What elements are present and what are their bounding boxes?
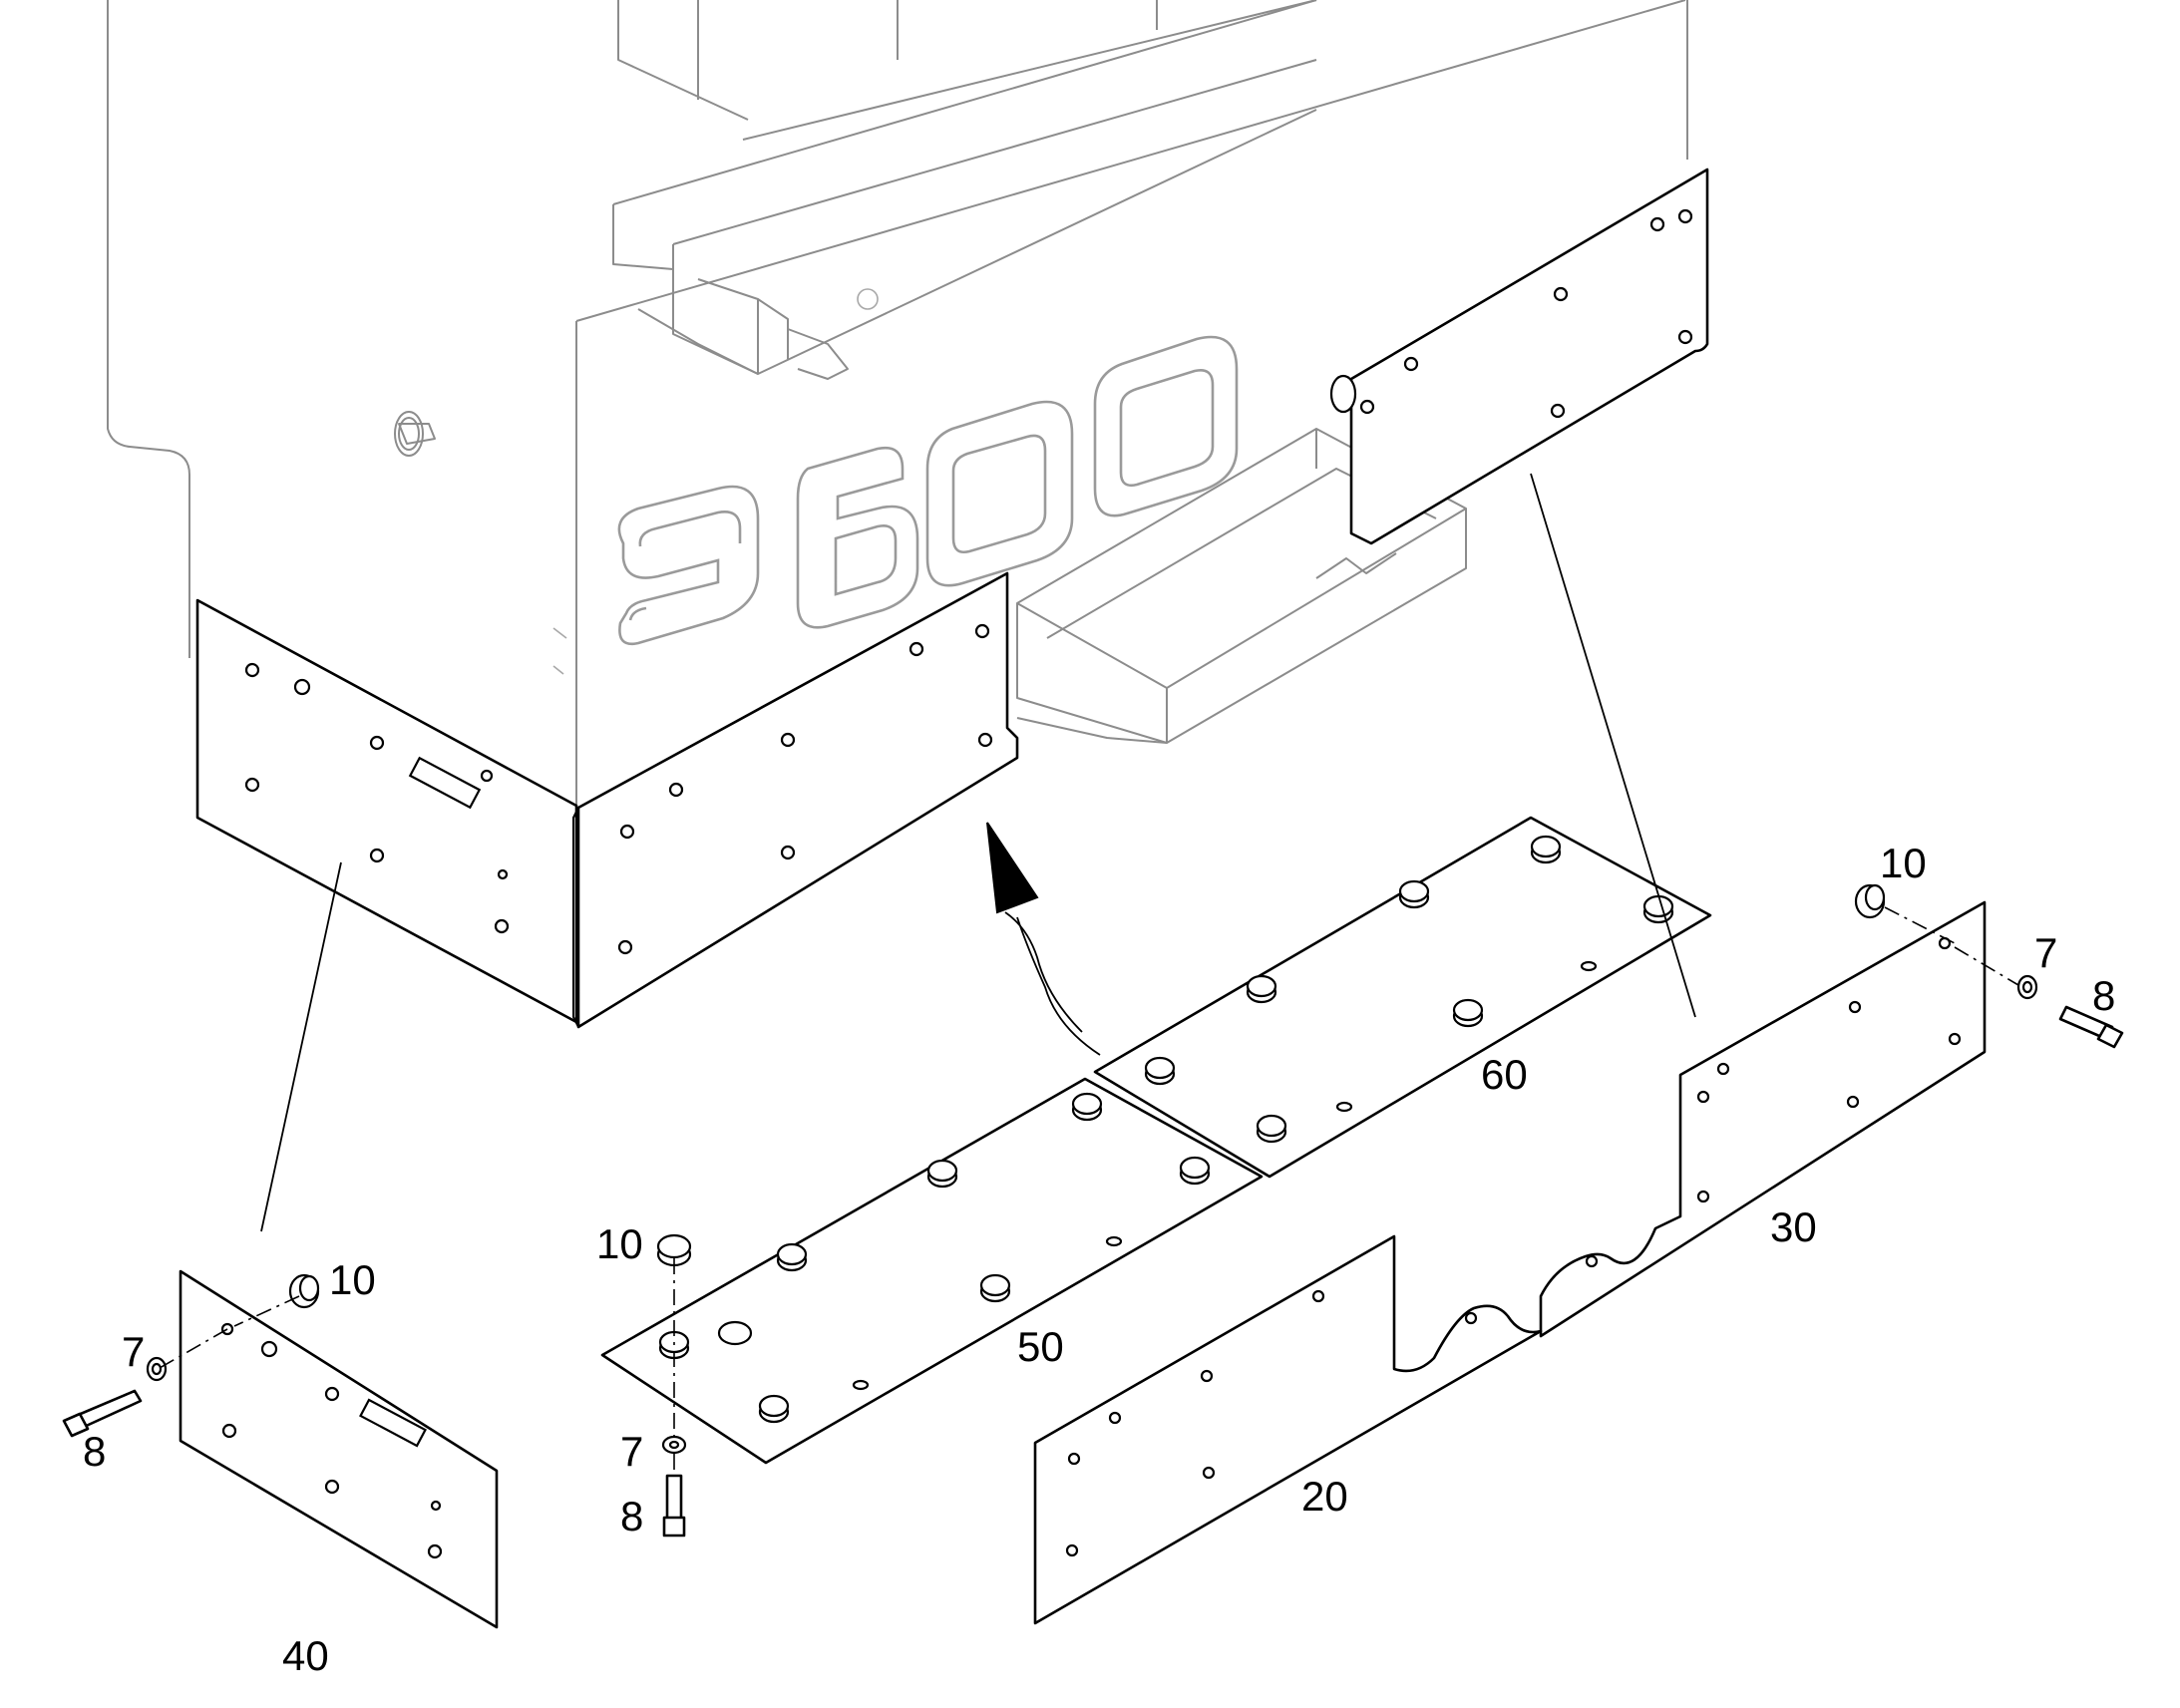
callout-bolt-8-center: 8 (620, 1493, 643, 1539)
installed-left-end-panel (195, 598, 578, 1024)
callout-panel-40: 40 (282, 1632, 329, 1679)
callout-panel-30: 30 (1770, 1203, 1817, 1250)
hardware-center (656, 1233, 692, 1537)
callout-bolt-8-right: 8 (2092, 972, 2115, 1019)
installed-rear-panel (1329, 168, 1709, 545)
machine-body-ghost (107, 0, 1688, 806)
spacer-bosses-50 (658, 1092, 1211, 1424)
callout-washer-7-center: 7 (620, 1428, 643, 1475)
callout-spacer-10-center: 10 (596, 1220, 643, 1267)
callout-bolt-8-left: 8 (83, 1428, 106, 1475)
bottom-plate-50 (600, 1077, 1264, 1465)
hardware-right (1854, 883, 2124, 1049)
callout-spacer-10-right: 10 (1880, 840, 1927, 886)
spacer-bosses-60 (1144, 835, 1674, 1144)
callout-panel-20: 20 (1301, 1473, 1348, 1520)
end-panel-40 (179, 1269, 499, 1629)
callout-washer-7-right: 7 (2034, 929, 2057, 976)
assembly-direction-arrow (986, 822, 1039, 914)
callout-washer-7-left: 7 (122, 1328, 145, 1375)
callout-plate-60: 60 (1481, 1051, 1528, 1098)
hardware-left (62, 1273, 320, 1438)
side-panel-30 (1539, 900, 1987, 1338)
bottom-plate-60 (1093, 816, 1712, 1179)
assembly-leaders (260, 473, 1696, 1232)
side-panel-20 (1033, 1234, 1543, 1625)
callout-spacer-10-left: 10 (329, 1256, 376, 1303)
callout-plate-50: 50 (1017, 1323, 1064, 1370)
callouts: 20 30 40 50 60 10 10 10 7 7 7 8 8 8 (83, 840, 2115, 1679)
installed-front-panel (572, 571, 1019, 1029)
model-logo-9600 (617, 335, 1239, 646)
